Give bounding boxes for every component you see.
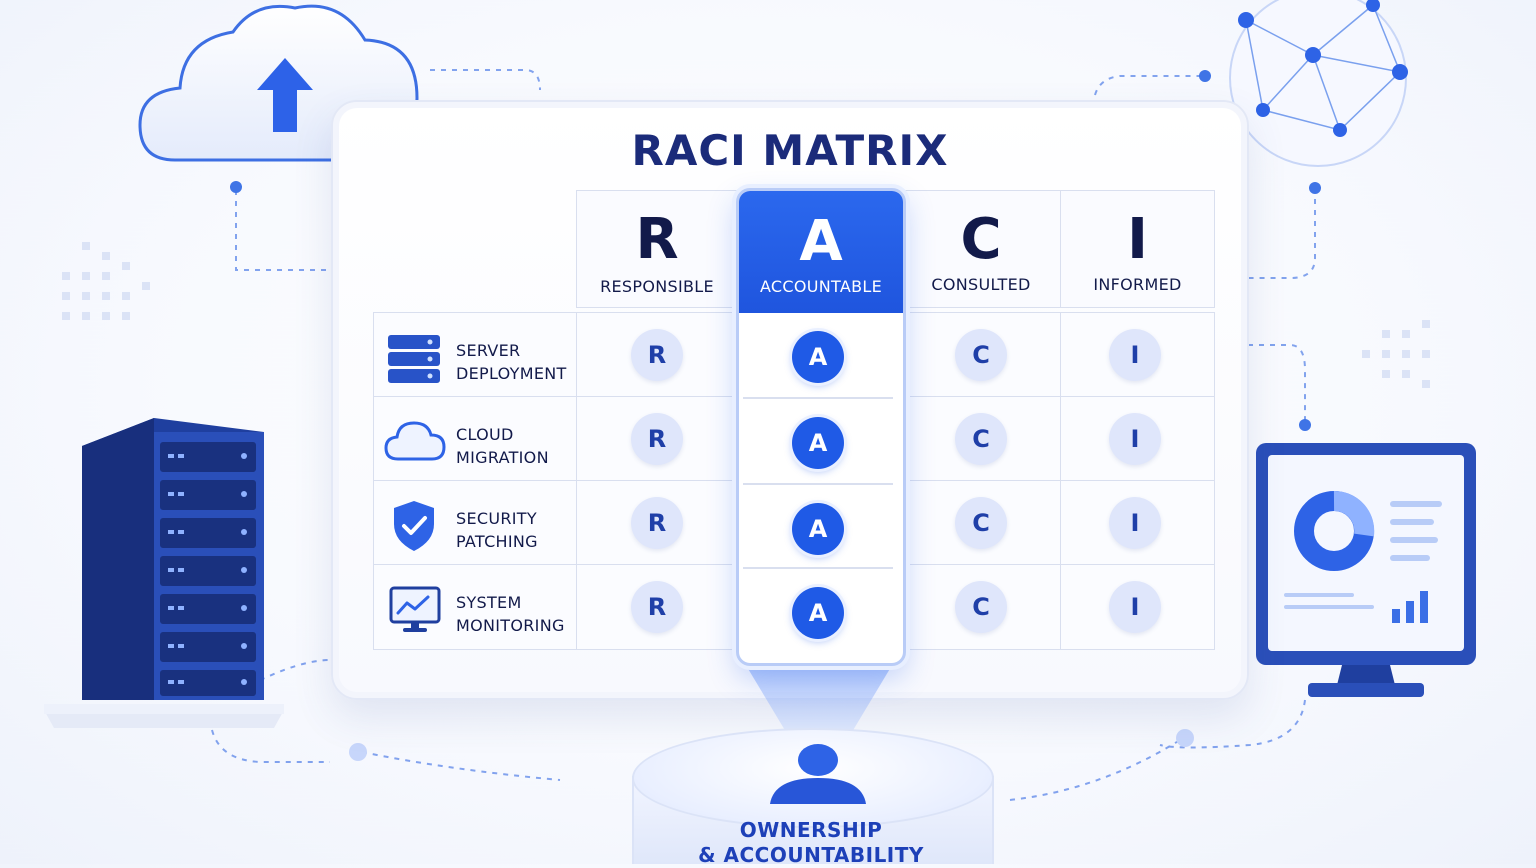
person-icon [770,744,866,804]
shield-check-icon [394,501,434,551]
raci-grid: R RESPONSIBLE C CONSULTED I INFORMED SER… [373,190,1215,660]
raci-board: RACI MATRIX R RESPONSIBLE C CONSULTED I … [331,100,1249,700]
page-title: RACI MATRIX [631,126,949,175]
cell-consulted: C [900,480,1062,566]
column-letter: I [1127,207,1148,272]
raci-badge: I [1109,329,1161,381]
header-informed: I INFORMED [1060,190,1215,308]
cell-responsible: R [576,396,738,482]
monitor-dashboard-icon [1256,443,1476,697]
cell-responsible: R [576,480,738,566]
monitor-chart-icon [389,586,441,632]
column-letter: A [799,209,843,274]
cell-responsible: R [576,312,738,398]
row-divider [743,483,893,485]
header-responsible: R RESPONSIBLE [576,190,738,308]
raci-badge: C [955,581,1007,633]
caption-line-2: & ACCOUNTABILITY [698,843,924,867]
cell-informed: I [1060,312,1215,398]
cell-consulted: C [900,396,1062,482]
column-letter: R [635,207,679,272]
raci-badge-accountable: A [792,331,844,383]
cell-consulted: C [900,564,1062,650]
cell-informed: I [1060,480,1215,566]
cloud-icon [384,421,446,461]
accountable-column-highlight: A ACCOUNTABLE A A A A [736,188,906,666]
raci-badge-accountable: A [792,503,844,555]
column-name: ACCOUNTABLE [759,277,883,296]
raci-badge: R [631,329,683,381]
raci-badge: I [1109,497,1161,549]
header-consulted: C CONSULTED [900,190,1062,308]
column-name: CONSULTED [931,275,1031,294]
raci-badge-accountable: A [792,587,844,639]
pedestal-caption: OWNERSHIP & ACCOUNTABILITY [632,818,990,868]
raci-badge: R [631,497,683,549]
raci-badge: I [1109,413,1161,465]
server-stack-icon [388,335,440,383]
cell-consulted: C [900,312,1062,398]
column-name: RESPONSIBLE [600,277,714,296]
raci-badge: R [631,581,683,633]
raci-badge: R [631,413,683,465]
row-divider [743,567,893,569]
cell-informed: I [1060,396,1215,482]
cell-informed: I [1060,564,1215,650]
raci-badge: C [955,329,1007,381]
raci-badge: C [955,497,1007,549]
column-name: INFORMED [1093,275,1182,294]
cell-responsible: R [576,564,738,650]
header-accountable: A ACCOUNTABLE [739,191,903,313]
caption-line-1: OWNERSHIP [739,818,883,842]
server-rack-icon [44,418,284,728]
network-globe-icon [1229,0,1408,167]
raci-badge: C [955,413,1007,465]
raci-badge: I [1109,581,1161,633]
raci-badge-accountable: A [792,417,844,469]
row-divider [743,397,893,399]
column-letter: C [960,207,1002,272]
